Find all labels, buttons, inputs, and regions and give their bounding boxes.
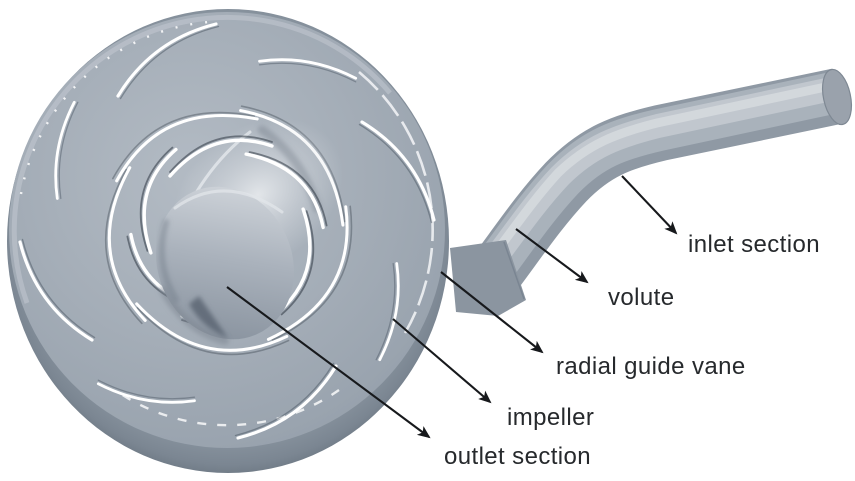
arrow-volute [515, 228, 589, 284]
hub-dark-wedge [189, 296, 228, 338]
hub-bottom-shadow [159, 286, 229, 345]
arrow-impeller [392, 318, 492, 404]
annotation-arrows [226, 175, 678, 439]
pipe-end-cap [821, 68, 853, 126]
rim-bottom-dashes [114, 389, 340, 427]
rim-right-highlight [358, 71, 434, 334]
impeller-hub [156, 186, 294, 345]
label-inlet-section: inlet section [688, 231, 820, 258]
hub-top-highlight [173, 189, 284, 214]
blade-sweep-arcs [104, 105, 353, 356]
volute-junction [450, 240, 526, 316]
arrow-radial-guide-vane [440, 271, 544, 354]
rim-highlight-band [11, 14, 392, 304]
radial-guide-vane-slits [18, 22, 436, 440]
label-impeller: impeller [507, 404, 595, 431]
label-volute: volute [608, 284, 675, 311]
arrow-outlet-section [226, 286, 431, 439]
rim-dotted-arc [19, 20, 210, 195]
hub-left-shadow [158, 219, 179, 303]
label-outlet-section: outlet section [444, 443, 592, 470]
arrow-inlet-section [621, 175, 678, 235]
label-radial-guide-vane: radial guide vane [556, 353, 746, 380]
inlet-pipe [453, 68, 853, 316]
